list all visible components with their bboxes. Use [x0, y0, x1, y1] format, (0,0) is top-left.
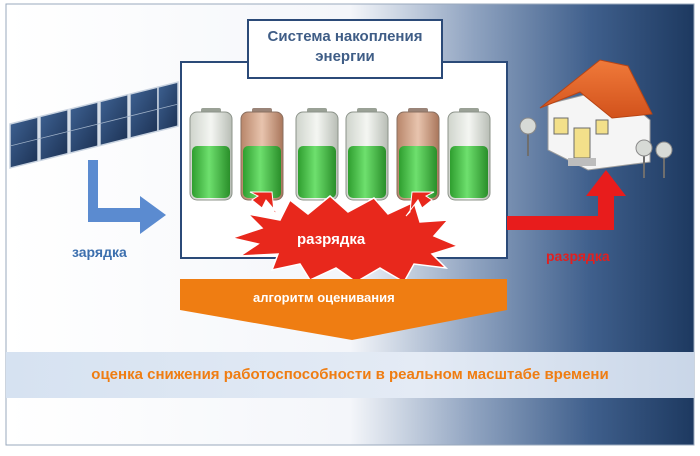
- charge-arrow: [88, 160, 166, 234]
- charge-label: зарядка: [72, 244, 127, 260]
- battery-cell-4: [345, 108, 389, 201]
- discharge-right-label: разрядка: [546, 248, 610, 264]
- solar-panels-icon: [9, 81, 179, 169]
- tree-icon: [519, 117, 673, 178]
- algorithm-bar: [180, 279, 507, 340]
- discharge-center-label: разрядка: [297, 231, 366, 248]
- battery-cells: [189, 108, 491, 201]
- bottom-band: [6, 352, 694, 398]
- storage-system-title-line1: Система накопления: [267, 28, 423, 45]
- storage-system-title-line2: энергии: [315, 48, 375, 65]
- degradation-estimation-label: оценка снижения работоспособности в реал…: [91, 366, 609, 383]
- algorithm-label: алгоритм оценивания: [253, 290, 395, 305]
- battery-cell-1: [189, 108, 233, 201]
- house-icon: [539, 59, 653, 171]
- battery-cell-2: [240, 108, 284, 201]
- battery-cell-3: [295, 108, 339, 201]
- discharge-burst: [229, 191, 461, 284]
- battery-cell-5: [396, 108, 440, 201]
- battery-cell-6: [447, 108, 491, 201]
- storage-system-title-box: Система накопления энергии: [247, 19, 443, 79]
- discharge-arrow: [507, 170, 626, 230]
